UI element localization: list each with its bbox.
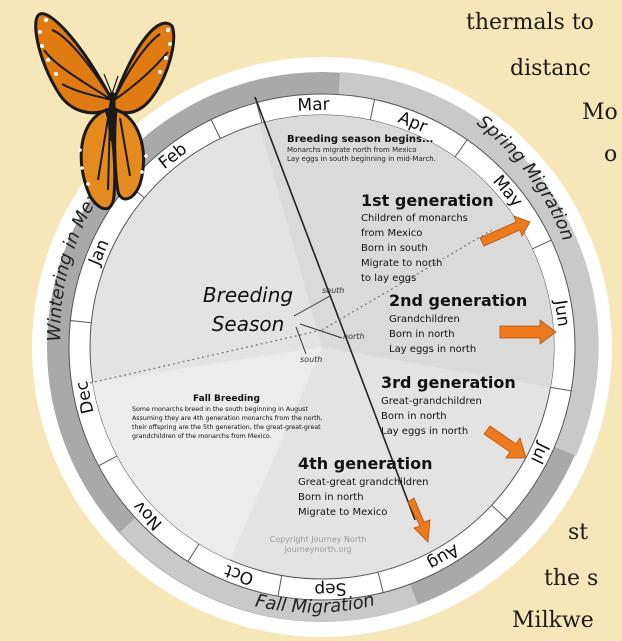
gen1-title: 1st generation	[361, 191, 494, 210]
copyright-line2: journeynorth.org	[283, 545, 351, 554]
gen2-line-1: Grandchildren	[389, 314, 460, 325]
gen4-line-3: Migrate to Mexico	[298, 507, 387, 518]
gen4-line-2: Born in north	[298, 492, 364, 503]
gen4-line-1: Great-great grandchildren	[298, 477, 428, 488]
fall-breeding-line-1: Some monarchs breed in the south beginni…	[132, 406, 308, 413]
breeding-begins-line2: Lay eggs in south beginning in mid-March…	[287, 155, 436, 163]
gen2-title: 2nd generation	[389, 291, 527, 310]
gen1-line-4: Migrate to north	[361, 258, 442, 269]
fall-breeding-line-2: Assuming they are 4th generation monarch…	[132, 415, 323, 422]
gen1-line-5: to lay eggs	[361, 273, 416, 284]
copyright-line1: Copyright Journey North	[270, 535, 367, 544]
south-label-lower: south	[300, 355, 322, 364]
gen1-line-1: Children of monarchs	[361, 213, 468, 224]
gen1-line-2: from Mexico	[361, 228, 422, 239]
breeding-begins-title: Breeding season begins...	[287, 134, 433, 145]
fall-breeding-title: Fall Breeding	[193, 394, 260, 404]
season-label: Season	[212, 312, 285, 336]
month-label-mar: Mar	[297, 95, 330, 116]
month-label-jun: Jun	[550, 298, 574, 328]
gen2-line-2: Born in north	[389, 329, 455, 340]
gen1-line-3: Born in south	[361, 243, 428, 254]
gen2-line-3: Lay eggs in north	[389, 344, 476, 355]
breeding-begins-line1: Monarchs migrate north from Mexico	[287, 146, 417, 154]
north-label: north	[343, 332, 364, 341]
gen3-line-1: Great-grandchildren	[381, 396, 482, 407]
gen3-line-3: Lay eggs in north	[381, 426, 468, 437]
gen3-title: 3rd generation	[381, 373, 516, 392]
fall-breeding-line-3: their offspring are the 5th generation, …	[132, 424, 321, 431]
gen4-title: 4th generation	[298, 454, 433, 473]
breeding-label: Breeding	[203, 283, 293, 307]
gen3-line-2: Born in north	[381, 411, 447, 422]
south-label-upper: south	[322, 286, 344, 295]
fall-breeding-line-4: grandchildren of the monarchs from Mexic…	[132, 433, 272, 440]
